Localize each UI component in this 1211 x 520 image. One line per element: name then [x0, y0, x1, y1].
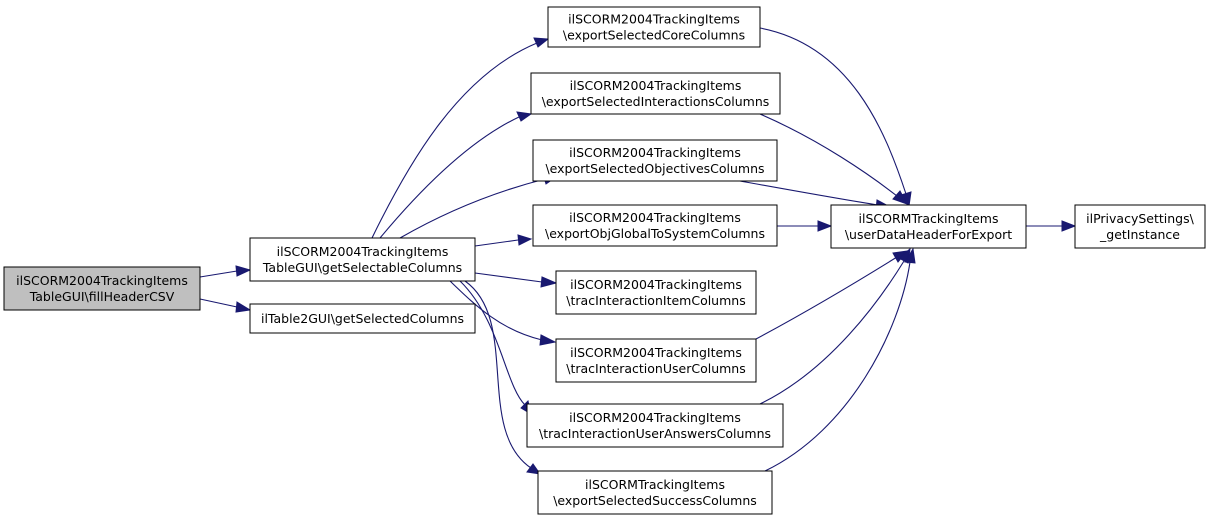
arrowhead-icon	[539, 334, 557, 346]
node-box[interactable]	[249, 303, 476, 334]
node-label-line: ilSCORMTrackingItems	[585, 477, 725, 492]
edge-line	[449, 280, 543, 341]
node-label-line: TableGUI\fillHeaderCSV	[29, 289, 175, 304]
node-userDataHeaderForExport[interactable]: ilSCORMTrackingItems\userDataHeaderForEx…	[830, 204, 1027, 249]
edge-getSelectableColumns-to-exportSelectedInteractionsColumns	[379, 111, 533, 239]
edge-line	[199, 270, 238, 278]
edge-userDataHeaderForExport-to-getInstance	[1026, 220, 1077, 232]
node-label-line: \tracInteractionItemColumns	[566, 293, 745, 308]
edge-line	[764, 261, 911, 472]
node-label-line: \exportSelectedSuccessColumns	[553, 493, 757, 508]
arrowhead-icon	[817, 220, 833, 232]
node-box[interactable]	[249, 237, 476, 282]
node-getSelectedColumns[interactable]: ilTable2GUI\getSelectedColumns	[249, 303, 476, 334]
edge-getSelectableColumns-to-exportObjGlobalToSystemColumns	[474, 234, 533, 247]
edge-exportSelectedInteractionsColumns-to-userDataHeaderForExport	[759, 113, 909, 205]
edge-exportSelectedSuccessColumns-to-userDataHeaderForExport	[764, 247, 916, 472]
node-label-line: \exportSelectedObjectivesColumns	[545, 161, 764, 176]
node-label-line: TableGUI\getSelectableColumns	[262, 260, 462, 275]
edge-line	[371, 42, 538, 239]
node-box[interactable]	[532, 204, 778, 247]
edge-getSelectableColumns-to-tracInteractionItemColumns	[474, 272, 558, 288]
arrowhead-icon	[517, 234, 533, 246]
arrowhead-icon	[1061, 220, 1077, 232]
arrowhead-icon	[526, 463, 542, 475]
edge-line	[464, 280, 532, 469]
node-box[interactable]	[526, 403, 784, 448]
edge-getSelectableColumns-to-exportSelectedSuccessColumns	[464, 280, 542, 475]
node-tracInteractionUserAnswersColumns[interactable]: ilSCORM2004TrackingItems\tracInteraction…	[526, 403, 784, 448]
node-label-line: ilPrivacySettings\	[1086, 211, 1194, 226]
node-label-line: _getInstance	[1099, 227, 1180, 242]
node-tracInteractionItemColumns[interactable]: ilSCORM2004TrackingItems\tracInteraction…	[555, 270, 757, 315]
edge-fillHeaderCSV-to-getSelectedColumns	[199, 298, 252, 313]
node-label-line: ilSCORM2004TrackingItems	[570, 78, 742, 93]
edge-line	[199, 298, 238, 308]
node-label-line: ilSCORM2004TrackingItems	[569, 210, 741, 225]
node-box[interactable]	[3, 266, 201, 311]
edge-line	[759, 260, 905, 405]
arrowhead-icon	[235, 301, 252, 313]
edge-line	[399, 178, 546, 239]
nodes-layer: ilSCORM2004TrackingItemsTableGUI\fillHea…	[3, 6, 1206, 515]
node-box[interactable]	[537, 470, 773, 515]
node-label-line: \exportSelectedInteractionsColumns	[542, 94, 770, 109]
edge-line	[474, 272, 543, 283]
edge-line	[474, 239, 519, 247]
arrowhead-icon	[904, 247, 916, 264]
node-fillHeaderCSV[interactable]: ilSCORM2004TrackingItemsTableGUI\fillHea…	[3, 266, 201, 311]
node-exportSelectedCoreColumns[interactable]: ilSCORM2004TrackingItems\exportSelectedC…	[547, 6, 761, 48]
edge-line	[759, 113, 898, 197]
node-box[interactable]	[555, 338, 757, 383]
node-tracInteractionUserColumns[interactable]: ilSCORM2004TrackingItems\tracInteraction…	[555, 338, 757, 383]
node-getSelectableColumns[interactable]: ilSCORM2004TrackingItemsTableGUI\getSele…	[249, 237, 476, 282]
node-label-line: \tracInteractionUserColumns	[566, 361, 745, 376]
edge-line	[739, 180, 879, 206]
arrowhead-icon	[540, 276, 558, 288]
edge-exportObjGlobalToSystemColumns-to-userDataHeaderForExport	[777, 220, 833, 232]
edge-exportSelectedCoreColumns-to-userDataHeaderForExport	[759, 27, 912, 208]
edge-getSelectableColumns-to-exportSelectedCoreColumns	[371, 37, 550, 239]
node-label-line: \userDataHeaderForExport	[845, 227, 1012, 242]
node-exportSelectedObjectivesColumns[interactable]: ilSCORM2004TrackingItems\exportSelectedO…	[532, 139, 778, 182]
edge-line	[759, 27, 907, 195]
edge-line	[755, 256, 898, 340]
edge-fillHeaderCSV-to-getSelectableColumns	[199, 265, 252, 278]
node-label-line: ilSCORM2004TrackingItems	[570, 277, 742, 292]
arrowhead-icon	[516, 111, 533, 122]
node-label-line: \tracInteractionUserAnswersColumns	[539, 426, 771, 441]
node-label-line: ilSCORMTrackingItems	[859, 211, 999, 226]
edge-line	[459, 280, 526, 406]
node-label-line: ilSCORM2004TrackingItems	[16, 273, 188, 288]
node-label-line: ilSCORM2004TrackingItems	[277, 244, 449, 259]
node-label-line: ilSCORM2004TrackingItems	[568, 12, 740, 27]
edge-tracInteractionUserColumns-to-userDataHeaderForExport	[755, 250, 909, 340]
edge-tracInteractionUserAnswersColumns-to-userDataHeaderForExport	[759, 247, 911, 405]
node-exportSelectedInteractionsColumns[interactable]: ilSCORM2004TrackingItems\exportSelectedI…	[530, 72, 781, 115]
node-label-line: ilSCORM2004TrackingItems	[569, 410, 741, 425]
node-box[interactable]	[830, 204, 1027, 249]
node-label-line: ilSCORM2004TrackingItems	[570, 345, 742, 360]
arrowhead-icon	[235, 265, 252, 277]
edge-line	[379, 116, 520, 239]
node-box[interactable]	[1074, 204, 1206, 249]
node-box[interactable]	[555, 270, 757, 315]
node-box[interactable]	[547, 6, 761, 48]
node-label-line: \exportObjGlobalToSystemColumns	[545, 226, 765, 241]
node-box[interactable]	[530, 72, 781, 115]
node-getInstance[interactable]: ilPrivacySettings\_getInstance	[1074, 204, 1206, 249]
node-label-line: \exportSelectedCoreColumns	[563, 28, 745, 43]
node-label-line: ilTable2GUI\getSelectedColumns	[261, 311, 464, 326]
node-exportObjGlobalToSystemColumns[interactable]: ilSCORM2004TrackingItems\exportObjGlobal…	[532, 204, 778, 247]
node-exportSelectedSuccessColumns[interactable]: ilSCORMTrackingItems\exportSelectedSucce…	[537, 470, 773, 515]
node-label-line: ilSCORM2004TrackingItems	[569, 145, 741, 160]
arrowhead-icon	[892, 190, 909, 205]
edge-getSelectableColumns-to-tracInteractionUserColumns	[449, 280, 557, 346]
arrowhead-icon	[533, 37, 550, 48]
node-box[interactable]	[532, 139, 778, 182]
